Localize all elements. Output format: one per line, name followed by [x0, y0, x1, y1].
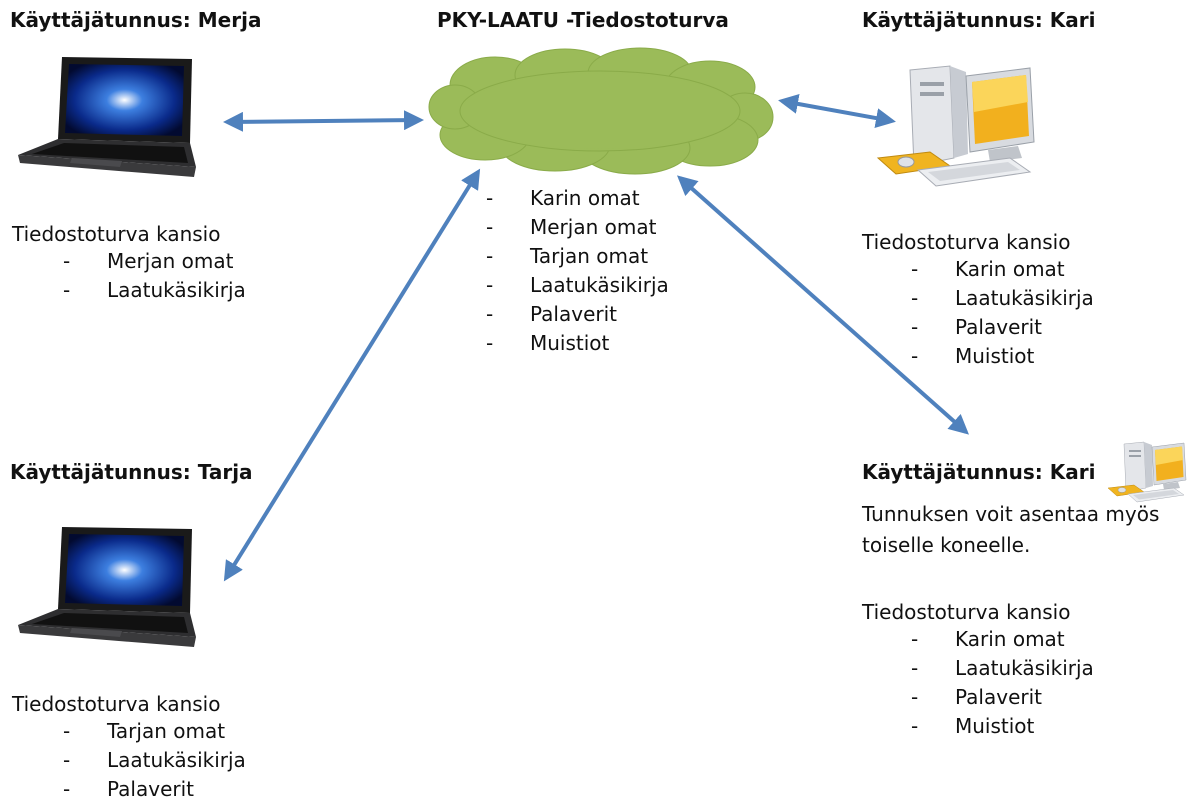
folder-list-tarja: -Tarjan omat -Laatukäsikirja -Palaverit — [63, 717, 246, 804]
list-item: -Muistiot — [911, 344, 1035, 368]
cloud-shape — [428, 47, 774, 175]
list-item: -Muistiot — [486, 331, 610, 355]
list-item: -Karin omat — [486, 186, 640, 210]
list-item: -Laatukäsikirja — [63, 278, 246, 302]
list-item: -Karin omat — [911, 627, 1065, 651]
username-merja: Käyttäjätunnus: Merja — [10, 8, 262, 32]
folder-list-kari: -Karin omat -Laatukäsikirja -Palaverit -… — [911, 255, 1094, 371]
arrow-merja-cloud — [223, 110, 424, 132]
arrow-tarja-cloud — [223, 168, 481, 582]
install-note-line1: Tunnuksen voit asentaa myös — [862, 502, 1160, 526]
laptop-icon — [18, 527, 196, 647]
username-tarja: Käyttäjätunnus: Tarja — [10, 460, 253, 484]
list-item: -Palaverit — [911, 315, 1042, 339]
folder-title-tarja: Tiedostoturva kansio — [12, 692, 221, 716]
arrow-cloud-kari — [778, 94, 896, 128]
cloud-list: -Karin omat -Merjan omat -Tarjan omat -L… — [486, 184, 669, 358]
list-item: -Merjan omat — [63, 249, 234, 273]
list-item: -Tarjan omat — [63, 719, 226, 743]
list-item: -Muistiot — [911, 714, 1035, 738]
list-item: -Laatukäsikirja — [911, 286, 1094, 310]
folder-list-merja: -Merjan omat -Laatukäsikirja — [63, 247, 246, 305]
install-note-line2: toiselle koneelle. — [862, 533, 1031, 557]
list-item: -Laatukäsikirja — [911, 656, 1094, 680]
arrow-cloud-kari2 — [677, 175, 969, 435]
list-item: -Palaverit — [486, 302, 617, 326]
username-kari-second: Käyttäjätunnus: Kari — [862, 460, 1096, 484]
folder-title-merja: Tiedostoturva kansio — [12, 222, 221, 246]
cloud-title: PKY-LAATU -Tiedostoturva — [437, 8, 729, 32]
desktop-computer-icon — [876, 65, 1035, 187]
folder-title-kari-second: Tiedostoturva kansio — [862, 600, 1071, 624]
desktop-computer-icon — [1107, 441, 1187, 503]
username-kari: Käyttäjätunnus: Kari — [862, 8, 1096, 32]
folder-title-kari: Tiedostoturva kansio — [862, 230, 1071, 254]
folder-list-kari-second: -Karin omat -Laatukäsikirja -Palaverit -… — [911, 625, 1094, 741]
list-item: -Palaverit — [63, 777, 194, 801]
list-item: -Karin omat — [911, 257, 1065, 281]
laptop-icon — [18, 57, 196, 177]
list-item: -Tarjan omat — [486, 244, 649, 268]
list-item: -Merjan omat — [486, 215, 657, 239]
list-item: -Laatukäsikirja — [63, 748, 246, 772]
list-item: -Laatukäsikirja — [486, 273, 669, 297]
list-item: -Palaverit — [911, 685, 1042, 709]
